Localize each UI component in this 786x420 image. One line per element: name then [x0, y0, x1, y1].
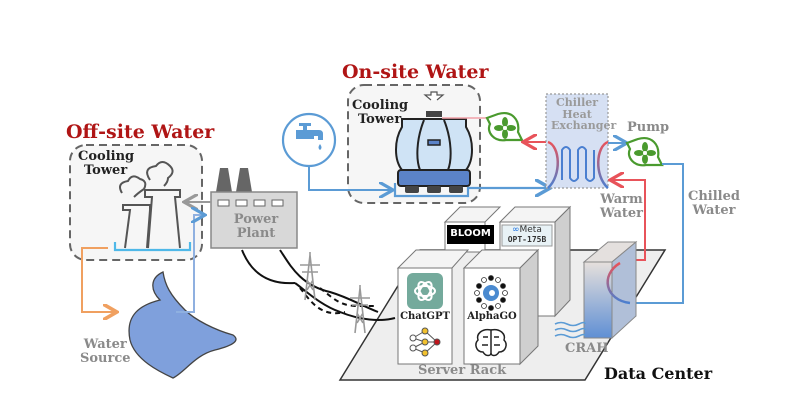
offsite-cooling-tower-label: Cooling Tower: [78, 149, 135, 178]
power-lines: [241, 249, 396, 321]
chilled-water-label: Chilled Water: [688, 189, 740, 218]
offsite-water-title: Off-site Water: [66, 121, 215, 143]
chatgpt-logo: [407, 273, 443, 309]
water-source-label: Water Source: [80, 337, 131, 366]
meta-logo-box: [501, 224, 553, 247]
warm-water-label: Warm Water: [600, 192, 644, 221]
offsite-cooling-region: [69, 144, 203, 261]
server-rack-front: [396, 248, 540, 366]
data-center-label: Data Center: [604, 364, 713, 383]
cooling-tower-icon: [119, 161, 181, 249]
neural-network-icon: [409, 327, 441, 357]
bloom-label: BLOOM: [450, 228, 491, 239]
water-tap-icon: [281, 112, 337, 168]
chiller-left-loop: [547, 140, 559, 189]
water-source-lake: [128, 271, 237, 379]
chatgpt-label: ChatGPT: [400, 311, 450, 322]
crah-label: CRAH: [565, 341, 609, 356]
onsite-cooling-tower-icon: [395, 91, 473, 193]
tap-supply-pipe: [308, 166, 391, 190]
alphago-logo: [474, 275, 508, 311]
onsite-basin: [393, 183, 548, 198]
chiller-coil: [561, 146, 595, 182]
power-plant-label: Power Plant: [233, 212, 279, 241]
chiller-label: Chiller Heat Exchanger: [551, 96, 617, 133]
onsite-water-title: On-site Water: [342, 61, 489, 83]
fan-icon: [485, 112, 524, 142]
transmission-tower-icon: [300, 252, 320, 301]
meta-label: ∞Meta: [512, 225, 542, 235]
onsite-cooling-tower-label: Cooling Tower: [352, 98, 409, 127]
brain-icon: [475, 328, 507, 357]
chilled-water-pipe: [636, 163, 684, 304]
power-plant-icon: [210, 168, 298, 249]
bloom-logo: [447, 225, 494, 244]
transmission-tower-icon: [350, 285, 370, 334]
crah-unit: [582, 240, 638, 340]
meta-model-label: OPT-175B: [507, 235, 547, 244]
pump-icon: [625, 137, 664, 167]
chiller-right-loop: [597, 140, 609, 189]
alphago-label: AlphaGO: [467, 311, 517, 322]
server-rack-label: Server Rack: [418, 363, 507, 378]
withdrawal-pipe: [81, 247, 115, 312]
offsite-basin: [113, 242, 192, 252]
meta-infinity-icon: ∞: [512, 225, 520, 235]
airflow-icon: [554, 321, 586, 339]
offsite-supply-pipe: [176, 215, 203, 313]
pump-label: Pump: [627, 120, 670, 135]
